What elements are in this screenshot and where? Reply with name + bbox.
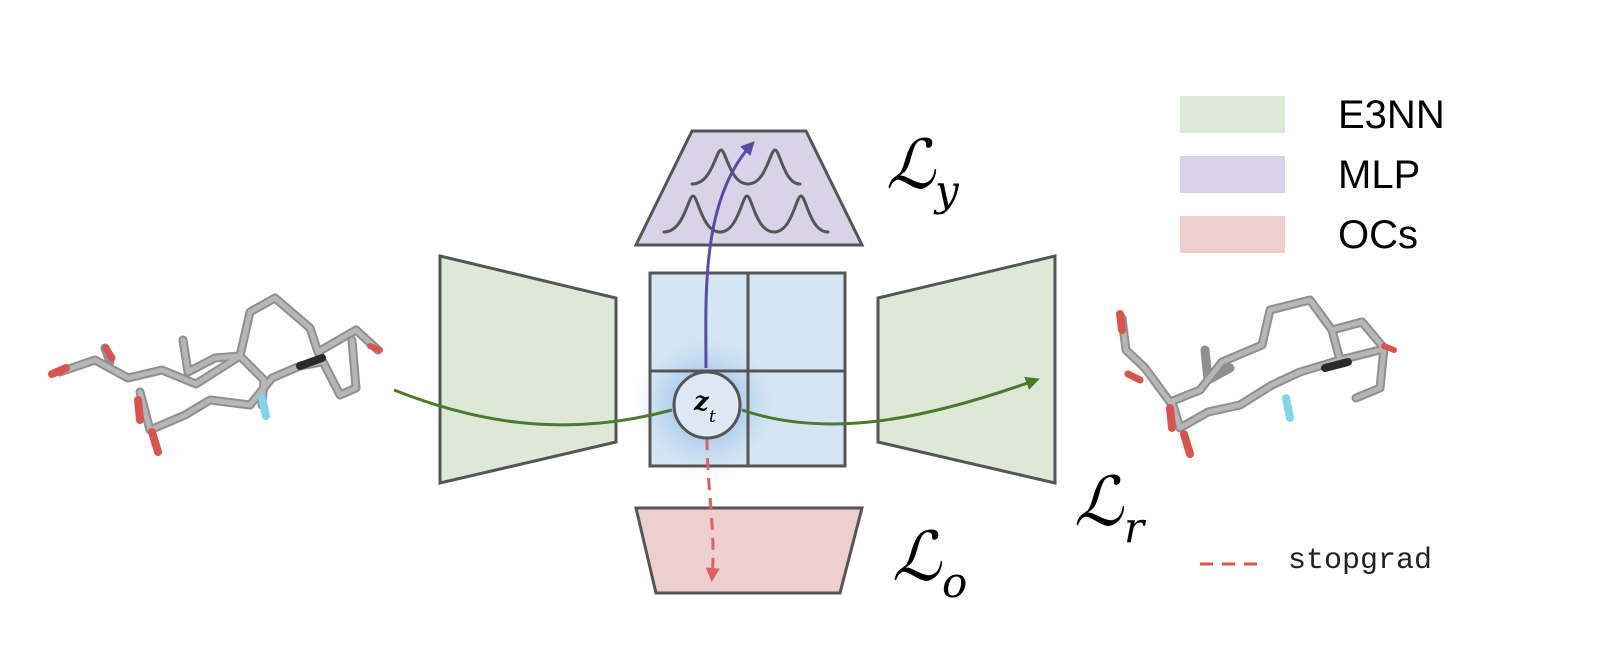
- encode-flow-arrow: [393, 388, 673, 427]
- latent-node: z t: [672, 370, 742, 440]
- legend-label-stopgrad: stopgrad: [1288, 544, 1432, 578]
- gaussian-peaks-icon: [662, 148, 830, 234]
- legend: E3NN MLP OCs stopgrad: [1180, 93, 1445, 578]
- loss-r-subscript: r: [1124, 503, 1147, 552]
- loss-y-subscript: y: [933, 166, 960, 215]
- legend-label-e3nn: E3NN: [1338, 93, 1445, 137]
- loss-y-script: ℒ: [886, 126, 937, 205]
- output-molecule-icon: [1116, 295, 1397, 458]
- loss-o-label: ℒ o: [892, 518, 967, 607]
- oc-head-block: [634, 506, 864, 595]
- legend-swatch-mlp: [1180, 156, 1285, 193]
- legend-label-ocs: OCs: [1338, 213, 1418, 257]
- latent-subscript: t: [709, 407, 716, 427]
- loss-o-subscript: o: [942, 558, 967, 607]
- input-molecule-icon: [48, 293, 383, 456]
- stopgrad-flow-arrow: [705, 437, 720, 582]
- latent-symbol: z: [693, 387, 710, 417]
- decode-flow-arrow: [741, 376, 1040, 426]
- loss-o-script: ℒ: [892, 518, 943, 597]
- encoder-block: [438, 254, 618, 485]
- mlp-flow-arrow: [704, 141, 755, 369]
- legend-swatch-ocs: [1180, 216, 1285, 253]
- legend-label-mlp: MLP: [1338, 153, 1420, 197]
- loss-r-script: ℒ: [1074, 463, 1125, 542]
- legend-swatch-e3nn: [1180, 96, 1285, 133]
- loss-r-label: ℒ r: [1074, 463, 1147, 552]
- latent-grid: [632, 271, 847, 480]
- mlp-head-block: [633, 129, 865, 247]
- decoder-block: [876, 254, 1057, 485]
- loss-y-label: ℒ y: [886, 126, 960, 215]
